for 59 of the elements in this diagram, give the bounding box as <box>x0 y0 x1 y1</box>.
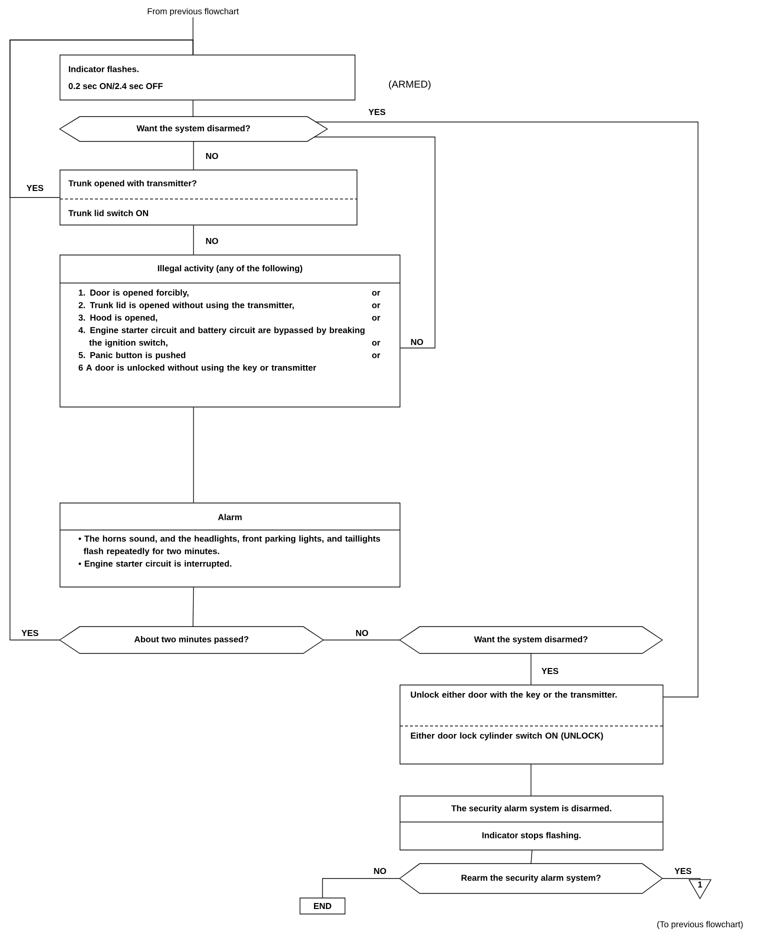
node-label: 4. Engine starter circuit and battery circuit are bypassed by breaking the ignition switch, <box>78 326 365 348</box>
box-text: Either door lock cylinder switch ON (UNLOCK) <box>410 732 603 740</box>
node-label: or <box>372 340 380 346</box>
connector-line <box>530 764 532 796</box>
process-box <box>60 54 356 100</box>
node-label: or <box>372 303 380 308</box>
connector-line <box>314 136 436 348</box>
node-label: 3. Hood is opened, <box>78 314 158 322</box>
connector-line <box>530 653 532 685</box>
annotation-text: (ARMED) <box>388 80 430 90</box>
node-label: or <box>372 290 380 296</box>
connector-line <box>193 407 194 503</box>
connector-line <box>322 878 400 898</box>
edge-label: YES <box>20 628 40 638</box>
connector-line <box>10 40 194 640</box>
process-box <box>400 796 664 850</box>
connector-line <box>662 878 700 880</box>
node-label: 2. Trunk lid is opened without using the transmitter, <box>78 302 294 310</box>
process-box <box>400 684 664 764</box>
box-text: Trunk opened with transmitter? <box>68 180 196 188</box>
activity-list: 1. Door is opened forcibly, or 2. Trunk lid is opened without using the transmitter, or 3. Hood is opened, or 4. Engine starter circuit and battery circuit are bypassed by breaking the ignition switch, or 5. Panic button is pushed or 6 A door is unlocked without using the key or transmitter <box>78 289 380 372</box>
edge-label: NO <box>204 236 220 246</box>
node-label: 5. Panic button is pushed <box>78 352 186 360</box>
connector-line <box>193 141 194 170</box>
edge-label: NO <box>204 152 220 160</box>
box-text: Trunk lid switch ON <box>68 210 148 216</box>
edge-label: NO <box>372 866 388 876</box>
box-heading: Alarm <box>218 514 242 520</box>
node-label: or <box>372 316 380 321</box>
edge-label: YES <box>25 184 45 192</box>
process-box <box>60 170 358 226</box>
decision-hexagon: About two minutes passed? <box>59 626 324 654</box>
edge-label: YES <box>367 108 387 116</box>
connector-line <box>193 225 194 255</box>
start-text: From previous flowchart <box>148 8 239 16</box>
decision-hexagon: Want the system disarmed? <box>399 626 663 654</box>
box-text: Unlock either door with the key or the transmitter. <box>410 691 617 700</box>
edge-label: YES <box>540 666 560 676</box>
edge-label: NO <box>410 338 424 346</box>
node-label: 6 A door is unlocked without using the key or transmitter <box>78 364 316 372</box>
box-text: Indicator stops flashing. <box>482 832 581 840</box>
decision-hexagon: Rearm the security alarm system? <box>399 863 663 894</box>
box-text: The security alarm system is disarmed. <box>451 805 612 814</box>
node-label: or <box>372 353 380 358</box>
connector-line <box>315 122 698 698</box>
edge-label: YES <box>673 866 693 876</box>
box-heading: Illegal activity (any of the following) <box>158 264 302 274</box>
connector-line <box>192 587 194 627</box>
connector-line <box>530 850 532 864</box>
bullet-list: • The horns sound, and the headlights, front parking lights, and taillights flash repeatedly for two minutes. • Engine starter circuit is interrupted. <box>78 535 380 568</box>
connector-line <box>192 100 194 117</box>
annotation-text: (To previous flowchart) <box>657 921 743 930</box>
edge-label: NO <box>354 628 370 638</box>
end-box: END <box>300 898 346 914</box>
node-label: 1. Door is opened forcibly, <box>78 289 188 298</box>
process-box <box>60 254 400 408</box>
process-box <box>60 502 400 588</box>
box-text: Indicator flashes. <box>68 66 138 72</box>
box-text: 0.2 sec ON/2.4 sec OFF <box>68 82 163 90</box>
